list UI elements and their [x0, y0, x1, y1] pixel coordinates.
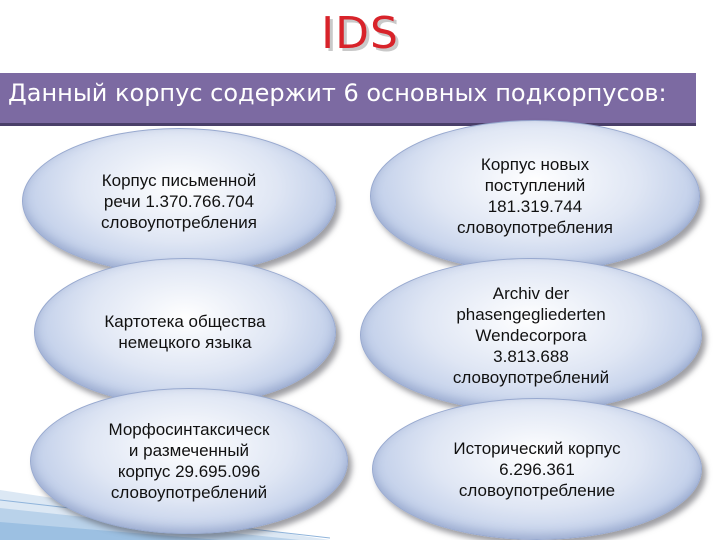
corpus-oval-historical-text: Исторический корпус 6.296.361 словоупотр…: [453, 438, 621, 500]
corpus-oval-wendecorpora[interactable]: Archiv der phasengegliederten Wendecorpo…: [360, 258, 702, 412]
corpus-oval-morphosyntactic-text: Морфосинтаксическ и размеченный корпус 2…: [108, 420, 270, 502]
logo-shadow: IDS: [324, 11, 402, 62]
corpus-oval-card-index-text: Картотека общества немецкого языка: [104, 312, 266, 352]
corpus-oval-written-language[interactable]: Корпус письменной речи 1.370.766.704 сло…: [22, 128, 336, 274]
corpus-oval-wendecorpora-text: Archiv der phasengegliederten Wendecorpo…: [452, 283, 610, 387]
corpus-oval-written-language-text: Корпус письменной речи 1.370.766.704 сло…: [101, 170, 257, 232]
ids-logo: IDS IDS: [0, 8, 720, 62]
banner-title: Данный корпус содержит 6 основных подкор…: [8, 79, 667, 107]
corpus-oval-new-acquisitions-text: Корпус новых поступлений 181.319.744 сло…: [457, 155, 613, 237]
corpus-oval-new-acquisitions[interactable]: Корпус новых поступлений 181.319.744 сло…: [370, 120, 700, 272]
corpus-oval-morphosyntactic[interactable]: Морфосинтаксическ и размеченный корпус 2…: [30, 388, 348, 534]
title-banner: Данный корпус содержит 6 основных подкор…: [0, 73, 696, 126]
corpus-oval-historical[interactable]: Исторический корпус 6.296.361 словоупотр…: [372, 398, 702, 540]
logo-text: IDS: [321, 8, 399, 59]
corpus-oval-card-index[interactable]: Картотека общества немецкого языка: [34, 258, 336, 406]
